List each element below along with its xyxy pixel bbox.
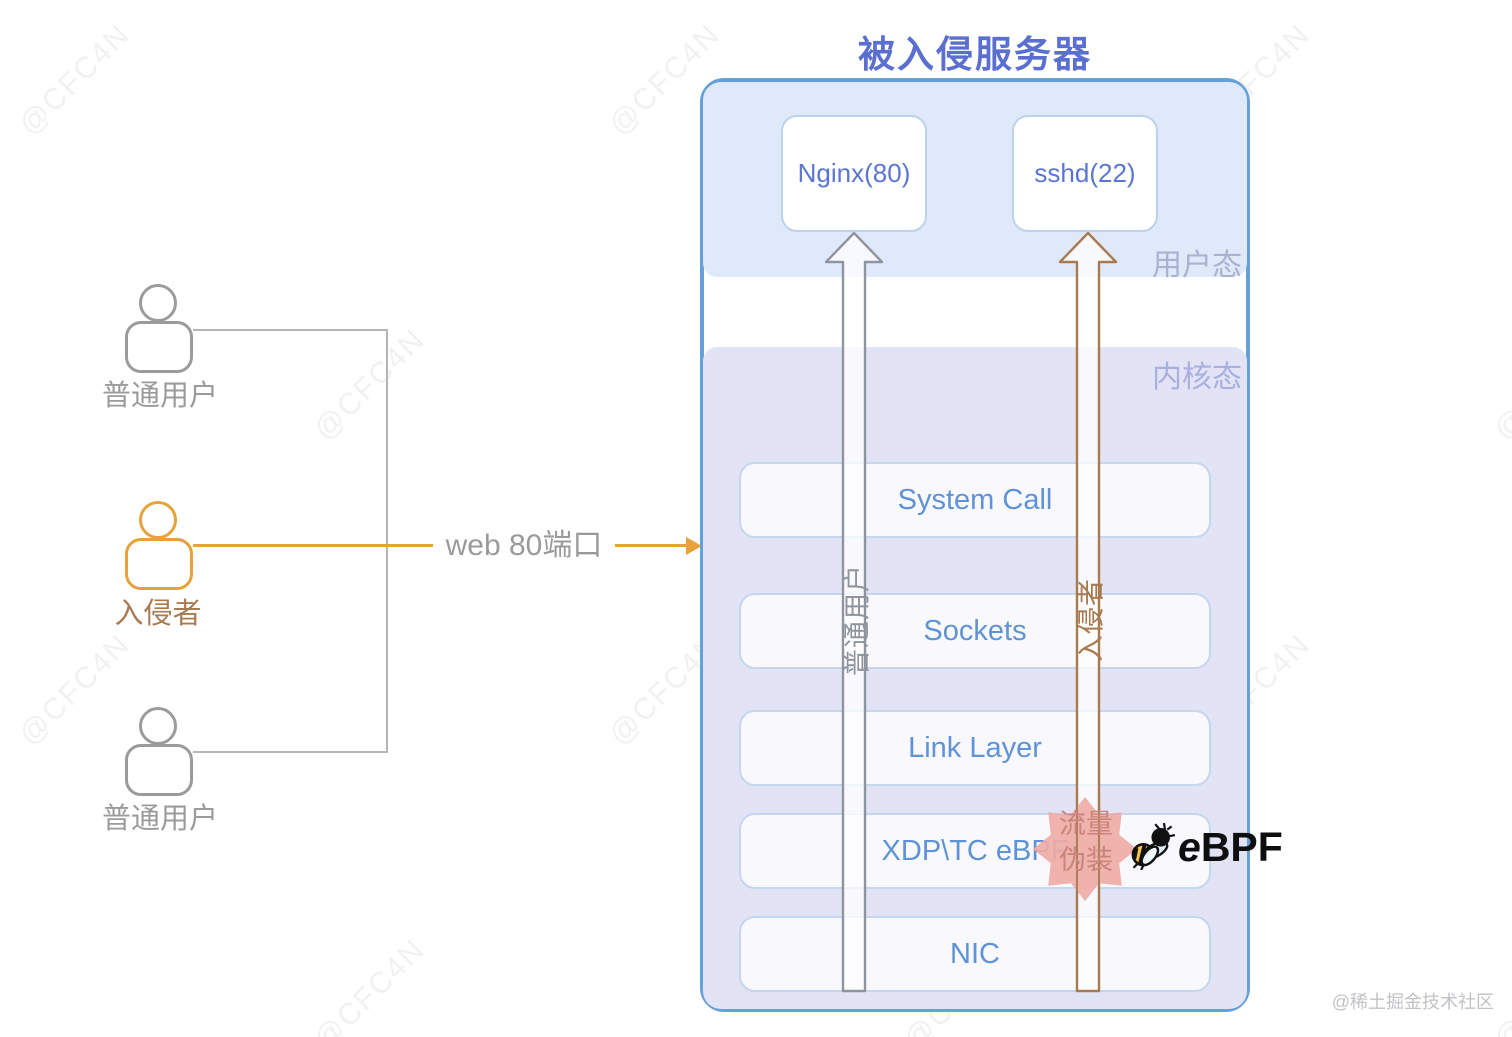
watermark-text: @CFC4N	[12, 627, 137, 752]
user-mode-label: 用户态	[1152, 249, 1242, 282]
layer-box-system-call: System Call	[739, 462, 1211, 538]
traffic-disguise-text: 流量 伪装	[1036, 806, 1136, 878]
connector-top-user	[193, 329, 388, 331]
badge-line-1: 流量	[1059, 809, 1113, 839]
intruder-arrow-overlay-line	[1098, 797, 1100, 901]
actor-label: 入侵者	[114, 598, 202, 630]
kernel-mode-region	[703, 347, 1247, 1009]
badge-line-2: 伪装	[1059, 845, 1113, 875]
watermark-text: @CFC4N	[307, 932, 432, 1037]
watermark-text: @CFC4N	[1487, 322, 1512, 447]
connector-bottom-user	[193, 751, 388, 753]
intruder-arrow-overlay-line	[1076, 797, 1078, 901]
bee-icon	[1131, 822, 1176, 870]
flow-label-normal-user: 普通用户	[842, 564, 873, 676]
connection-label: web 80端口	[433, 526, 615, 566]
service-box-sshd: sshd(22)	[1012, 115, 1158, 232]
traffic-disguise-badge	[1033, 797, 1137, 901]
connector-vertical	[386, 329, 388, 753]
flow-label-intruder: 入侵者	[1076, 578, 1107, 662]
watermark-text: @CFC4N	[307, 322, 432, 447]
server-title: 被入侵服务器	[858, 34, 1092, 75]
actor-label: 普通用户	[101, 380, 218, 412]
service-box-nginx: Nginx(80)	[781, 115, 927, 232]
person-head-icon	[139, 284, 177, 322]
intruder-connection-arrowhead-icon	[686, 537, 702, 555]
person-head-icon	[139, 707, 177, 745]
person-icon	[125, 321, 193, 373]
watermark-text: @CFC4N	[1487, 932, 1512, 1037]
kernel-mode-label: 内核态	[1152, 361, 1242, 394]
credit-watermark: @稀土掘金技术社区	[1331, 992, 1494, 1012]
watermark-text: @CFC4N	[12, 17, 137, 142]
layer-box-sockets: Sockets	[739, 593, 1211, 669]
ebpf-logo-text: eBPF	[1178, 824, 1283, 871]
person-icon	[125, 744, 193, 796]
flow-arrow-normal-user	[824, 231, 884, 993]
layer-box-nic: NIC	[739, 916, 1211, 992]
ebpf-logo-bpf: BPF	[1200, 824, 1283, 870]
person-head-icon	[139, 501, 177, 539]
flow-arrow-intruder	[1058, 231, 1118, 993]
ebpf-logo-e: e	[1178, 824, 1201, 870]
person-icon	[125, 538, 193, 590]
layer-box-link-layer: Link Layer	[739, 710, 1211, 786]
actor-label: 普通用户	[101, 803, 218, 835]
